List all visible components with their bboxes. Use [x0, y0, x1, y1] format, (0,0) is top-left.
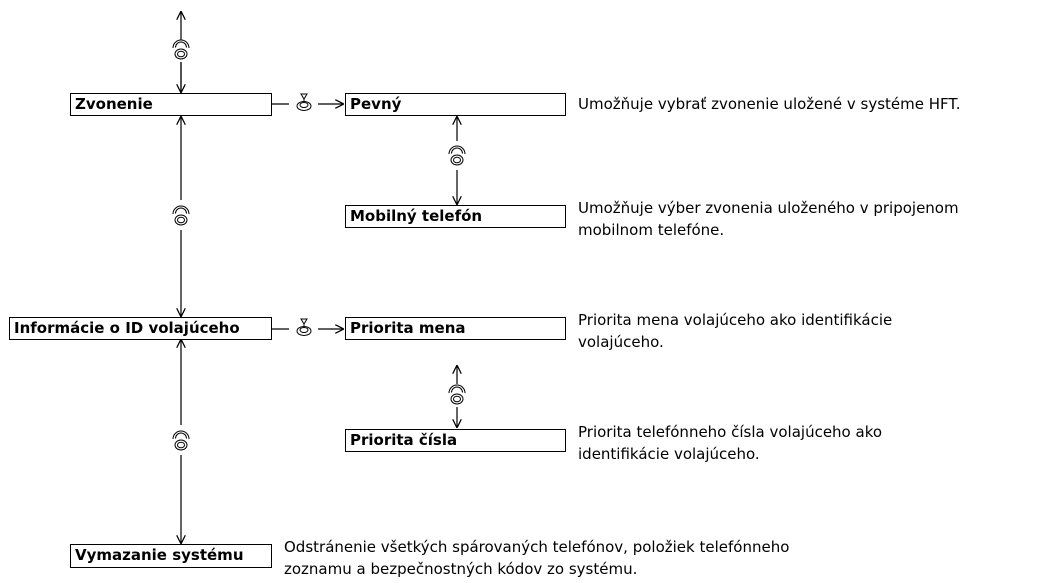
menu-item-system-reset[interactable]: Vymazanie systému [70, 544, 272, 568]
rotary-knob-icon [172, 205, 190, 226]
description-line: Priorita mena volajúceho ako identifikác… [578, 311, 893, 329]
description-line: zoznamu a bezpečnostných kódov zo systém… [284, 560, 638, 578]
option-number-priority[interactable]: Priorita čísla [345, 429, 566, 452]
description-line: mobilnom telefóne. [578, 221, 725, 239]
description-line: Umožňuje vybrať zvonenie uložené v systé… [578, 95, 961, 113]
option-fixed-ringtone[interactable]: Pevný [345, 93, 566, 116]
menu-item-caller-id[interactable]: Informácie o ID volajúceho [9, 317, 272, 340]
description-line: Umožňuje výber zvonenia uloženého v prip… [578, 199, 959, 217]
option-name-priority[interactable]: Priorita mena [345, 317, 566, 340]
press-select-icon [296, 93, 312, 111]
description-name-priority: Priorita mena volajúceho ako identifikác… [578, 309, 892, 353]
description-line: volajúceho. [578, 333, 664, 351]
description-number-priority: Priorita telefónneho čísla volajúceho ak… [578, 421, 882, 465]
rotary-knob-icon [172, 430, 190, 451]
rotary-knob-icon [448, 145, 466, 166]
option-mobile-ringtone[interactable]: Mobilný telefón [345, 205, 566, 228]
description-mobile: Umožňuje výber zvonenia uloženého v prip… [578, 197, 959, 241]
description-fixed: Umožňuje vybrať zvonenie uložené v systé… [578, 94, 961, 114]
description-line: Priorita telefónneho čísla volajúceho ak… [578, 423, 883, 441]
description-system-reset: Odstránenie všetkých spárovaných telefón… [284, 536, 789, 580]
menu-item-ringtone[interactable]: Zvonenie [70, 93, 272, 116]
description-line: identifikácie volajúceho. [578, 445, 760, 463]
description-line: Odstránenie všetkých spárovaných telefón… [284, 538, 790, 556]
rotary-knob-icon [448, 384, 466, 405]
press-select-icon [296, 318, 312, 336]
